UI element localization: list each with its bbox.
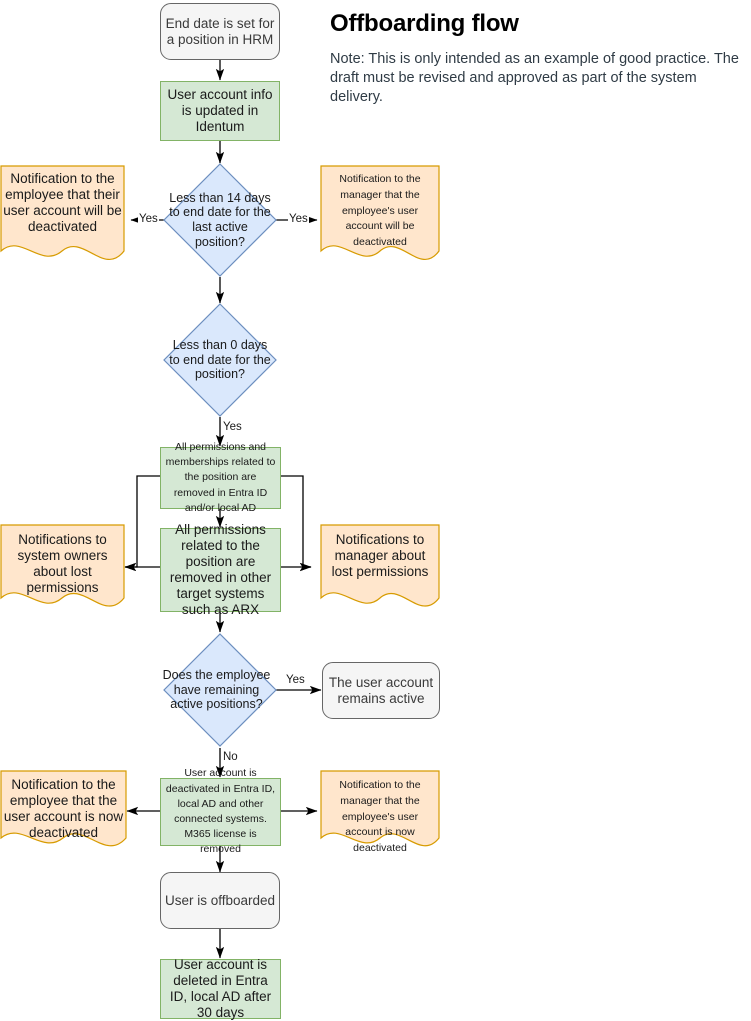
page-note: Note: This is only intended as an exampl… <box>330 51 739 106</box>
diamond-shape <box>163 633 277 747</box>
node-label: User is offboarded <box>164 892 276 908</box>
note-label: Notification to the employee that their … <box>3 171 122 234</box>
note-label: Notification to the manager that the emp… <box>339 779 421 854</box>
title-block: Offboarding flow Note: This is only inte… <box>330 10 745 107</box>
edge-label-yes-left-14days: Yes <box>138 213 159 226</box>
edge-label-yes-right-14days: Yes <box>288 213 309 226</box>
node-remove-permissions-entra-local-ad[interactable]: All permissions and memberships related … <box>160 441 281 514</box>
node-label: The user account remains active <box>328 674 434 706</box>
node-label: Less than 14 days to end date for the la… <box>169 190 271 249</box>
node-label: User account is deactivated in Entra ID,… <box>165 767 276 856</box>
note-shape <box>320 770 440 847</box>
node-label: User account is deleted in Entra ID, loc… <box>169 957 272 1020</box>
note-shape <box>0 770 127 847</box>
note-shape <box>320 524 440 607</box>
node-account-remains-active[interactable]: The user account remains active <box>322 662 440 719</box>
note-employee-account-now-deactivated[interactable]: Notification to the employee that the us… <box>0 770 127 855</box>
page-title: Offboarding flow <box>330 10 519 37</box>
node-update-user-account-info[interactable]: User account info is updated in Identum <box>160 81 280 141</box>
note-manager-lost-permissions[interactable]: Notifications to manager about lost perm… <box>320 524 440 616</box>
note-label: Notifications to manager about lost perm… <box>331 532 429 579</box>
edge-label-yes-remaining-positions: Yes <box>285 674 306 687</box>
note-label: Notification to the manager that the emp… <box>339 173 421 248</box>
node-label: End date is set for a position in HRM <box>165 15 275 47</box>
node-account-deactivated[interactable]: User account is deactivated in Entra ID,… <box>160 767 281 855</box>
note-label: Notification to the employee that the us… <box>3 777 124 840</box>
node-label: All permissions related to the position … <box>169 522 272 617</box>
node-decision-less-than-14-days[interactable]: Less than 14 days to end date for the la… <box>163 163 277 277</box>
note-manager-account-now-deactivated[interactable]: Notification to the manager that the emp… <box>320 770 440 855</box>
node-label: All permissions and memberships related … <box>165 440 276 514</box>
note-shape <box>0 524 125 607</box>
note-manager-account-will-be-deactivated[interactable]: Notification to the manager that the emp… <box>320 165 440 270</box>
node-start-end-date-set[interactable]: End date is set for a position in HRM <box>160 3 280 60</box>
diamond-shape <box>163 163 277 277</box>
node-remove-permissions-other-systems[interactable]: All permissions related to the position … <box>160 522 281 617</box>
node-label: Does the employee have remaining active … <box>162 667 271 712</box>
note-system-owners-lost-permissions[interactable]: Notifications to system owners about los… <box>0 524 125 616</box>
node-label: User account info is updated in Identum <box>167 87 273 134</box>
edge-label-no-remaining-positions: No <box>222 751 239 764</box>
diamond-shape <box>163 303 277 417</box>
node-decision-remaining-active-positions[interactable]: Does the employee have remaining active … <box>163 633 277 747</box>
note-employee-account-will-be-deactivated[interactable]: Notification to the employee that their … <box>0 165 125 270</box>
node-label: Less than 0 days to end date for the pos… <box>169 337 271 382</box>
node-decision-less-than-0-days[interactable]: Less than 0 days to end date for the pos… <box>163 303 277 417</box>
note-label: Notifications to system owners about los… <box>17 532 108 595</box>
node-account-deleted[interactable]: User account is deleted in Entra ID, loc… <box>160 957 281 1020</box>
note-shape <box>320 165 440 260</box>
edge-label-yes-0days: Yes <box>222 421 243 434</box>
note-shape <box>0 165 125 260</box>
node-user-offboarded[interactable]: User is offboarded <box>160 872 280 929</box>
